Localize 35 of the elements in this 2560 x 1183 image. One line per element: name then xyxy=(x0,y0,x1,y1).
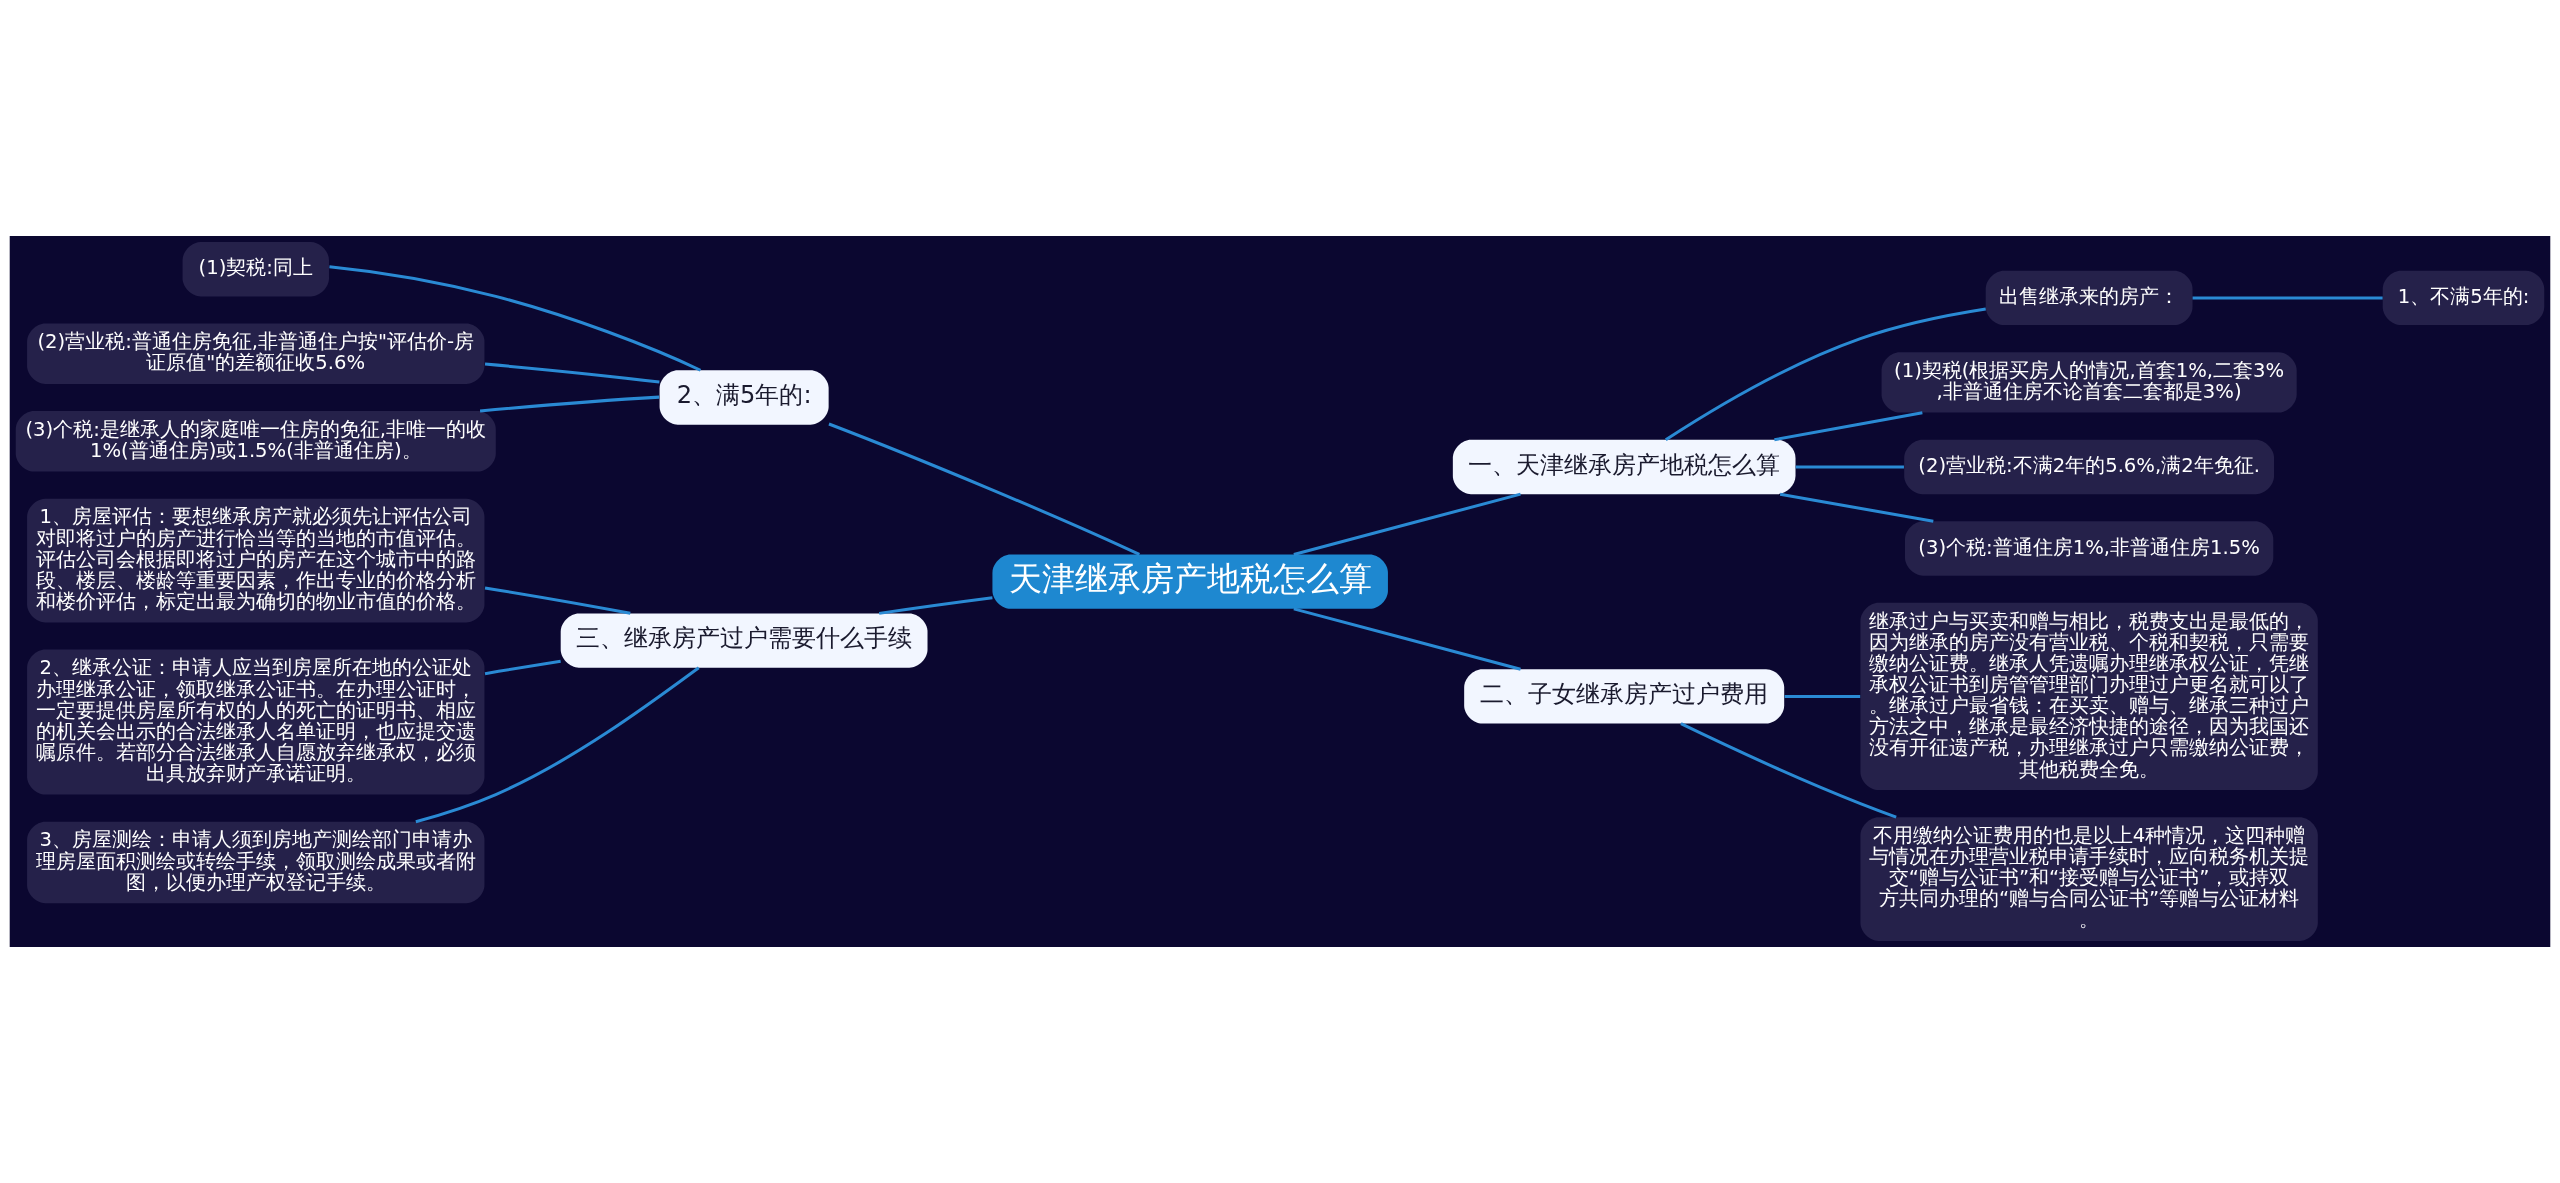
connector xyxy=(1680,722,1897,819)
connector xyxy=(2192,296,2383,300)
node-box: (1)契税(根据买房人的情况,首套1%,二套3%,非普通住房不论首套二套都是3%) xyxy=(1881,352,2297,413)
connector xyxy=(479,395,660,413)
connector xyxy=(329,265,702,372)
node-box: 3、房屋测绘：申请人须到房地产测绘部门申请办理房屋面积测绘或转绘手续，领取测绘成果或者附图，以便办理产权登记手续。 xyxy=(27,821,485,904)
node-box: 2、继承公证：申请人应当到房屋所在地的公证处办理继承公证，领取继承公证书。在办理公证时，一定要提供房屋所有权的人的死亡的证明书、相应的机关会出示的合法继承人名单证明，也应提交遗嘱原件。若部分合法继承人自愿放弃继承权，必须出具放弃财产承诺证明。 xyxy=(27,649,485,795)
node-box: 三、继承房产过户需要什么手续 xyxy=(560,613,928,668)
node-box: (2)营业税:普通住房免征,非普通住户按"评估价-房证原值"的差额征收5.6% xyxy=(27,323,485,384)
node-box: 不用缴纳公证费用的也是以上4种情况，这四种赠与情况在办理营业税申请手续时，应向税务机关提交“赠与公证书”和“接受赠与公证书”，或持双方共同办理的“赠与合同公证书”等赠与公证材料。 xyxy=(1860,817,2318,941)
node-box: 二、子女继承房产过户费用 xyxy=(1464,669,1785,724)
node-box: 出售继承来的房产： xyxy=(1985,270,2193,326)
node-box: 1、房屋评估：要想继承房产就必须先让评估公司对即将过户的房产进行恰当等的当地的市值评估。评估公司会根据即将过户的房产在这个城市中的路段、楼层、楼龄等重要因素，作出专业的价格分析和楼价评估，标定出最为确切的物业市值的价格。 xyxy=(27,498,485,623)
connector xyxy=(1774,411,1923,442)
connector xyxy=(828,422,1140,556)
connector xyxy=(1293,607,1521,671)
connector xyxy=(878,596,993,615)
connector xyxy=(484,659,561,676)
node-box: 继承过户与买卖和赠与相比，税费支出是最低的，因为继承的房产没有营业税、个税和契税，只需要缴纳公证费。继承人凭遗嘱办理继承权公证，凭继承权公证书到房管管理部门办理过户更名就可以了。继承过户最省钱：在买卖、赠与、继承三种过户方法之中，继承是最经济快捷的途径，因为我国还没有开征遗产税，办理继承过户只需缴纳公证费，其他税费全免。 xyxy=(1860,602,2318,790)
node-box: 2、满5年的: xyxy=(659,370,829,425)
node-box: 一、天津继承房产地税怎么算 xyxy=(1452,439,1796,495)
node-box: 1、不满5年的: xyxy=(2382,270,2545,326)
connector xyxy=(484,362,660,384)
connector xyxy=(1293,492,1521,556)
connector xyxy=(1784,694,1861,698)
connector xyxy=(1664,307,1986,442)
node-box: (3)个税:是继承人的家庭唯一住房的免征,非唯一的收1%(普通住房)或1.5%(非普通住房)。 xyxy=(15,411,496,472)
node-box: 天津继承房产地税怎么算 xyxy=(992,554,1388,609)
connector xyxy=(1779,492,1934,523)
node-box: (2)营业税:不满2年的5.6%,满2年免征. xyxy=(1904,439,2275,495)
connector xyxy=(1795,465,1904,469)
node-box: (1)契税:同上 xyxy=(182,242,329,297)
connector xyxy=(415,666,700,824)
connector xyxy=(484,586,631,615)
node-box: (3)个税:普通住房1%,非普通住房1.5% xyxy=(1904,521,2274,576)
